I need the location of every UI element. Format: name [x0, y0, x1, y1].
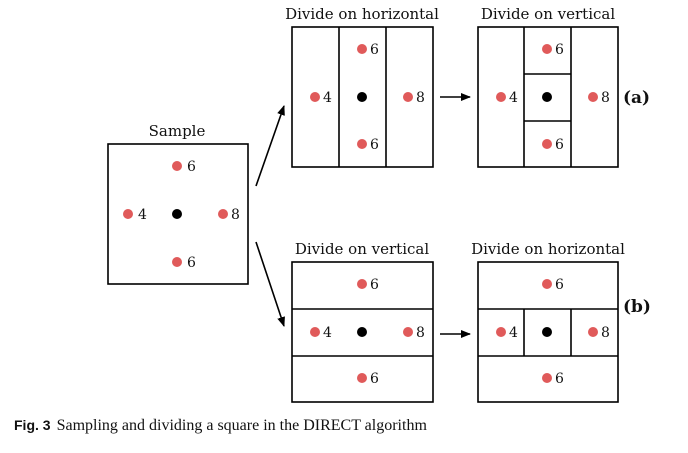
value-left: 4: [138, 207, 147, 223]
arrow-to-b: [255, 241, 285, 327]
a2-value-bottom: 6: [555, 137, 564, 153]
b2-center-point: [542, 327, 552, 337]
panel-b1-title: Divide on vertical: [295, 240, 429, 258]
b1-point-right: [403, 327, 413, 337]
b1-value-right: 8: [416, 325, 425, 341]
a1-value-right: 8: [416, 90, 425, 106]
b2-value-right: 8: [601, 325, 610, 341]
sample-point-bottom: [172, 257, 182, 267]
b1-value-bottom: 6: [370, 371, 379, 387]
panel-b2: Divide on horizontal 6 4 8 6: [471, 240, 625, 403]
a2-point-right: [588, 92, 598, 102]
a2-value-left: 4: [509, 90, 518, 106]
a1-value-bottom: 6: [370, 137, 379, 153]
panel-b2-title: Divide on horizontal: [471, 240, 625, 258]
b1-value-left: 4: [323, 325, 332, 341]
value-top: 6: [187, 159, 196, 175]
center-point: [172, 209, 182, 219]
panel-a2: Divide on vertical 6 4 8 6: [477, 5, 619, 168]
sample-point-right: [218, 209, 228, 219]
panel-a1-title: Divide on horizontal: [285, 5, 439, 23]
a2-point-bottom: [542, 139, 552, 149]
a1-point-bottom: [357, 139, 367, 149]
b1-point-top: [357, 279, 367, 289]
a1-value-left: 4: [323, 90, 332, 106]
b2-point-left: [496, 327, 506, 337]
panel-b1: Divide on vertical 6 4 8 6: [291, 240, 434, 403]
sample-panel: Sample 6 4 8 6: [107, 122, 249, 285]
arrow-to-a: [255, 105, 285, 187]
figure-caption-text: Sampling and dividing a square in the DI…: [56, 417, 427, 434]
panel-a2-title: Divide on vertical: [481, 5, 615, 23]
sample-point-left: [123, 209, 133, 219]
tag-a: (a): [623, 88, 650, 108]
panel-a1-square: [291, 26, 434, 168]
b2-point-bottom: [542, 373, 552, 383]
figure-number: Fig. 3: [14, 417, 51, 433]
a1-point-top: [357, 44, 367, 54]
value-right: 8: [231, 207, 240, 223]
a2-point-left: [496, 92, 506, 102]
panel-b2-square: [477, 261, 619, 403]
a2-value-top: 6: [555, 42, 564, 58]
a2-center-point: [542, 92, 552, 102]
figure-caption: Fig. 3 Sampling and dividing a square in …: [14, 417, 427, 435]
a1-center-point: [357, 92, 367, 102]
sample-square: [107, 143, 249, 285]
b1-point-left: [310, 327, 320, 337]
a1-point-left: [310, 92, 320, 102]
b1-value-top: 6: [370, 277, 379, 293]
b2-point-top: [542, 279, 552, 289]
a2-value-right: 8: [601, 90, 610, 106]
panel-b1-square: [291, 261, 434, 403]
b1-center-point: [357, 327, 367, 337]
b2-value-bottom: 6: [555, 371, 564, 387]
a1-point-right: [403, 92, 413, 102]
a1-value-top: 6: [370, 42, 379, 58]
sample-title: Sample: [149, 122, 206, 140]
sample-point-top: [172, 161, 182, 171]
a2-point-top: [542, 44, 552, 54]
value-bottom: 6: [187, 255, 196, 271]
panel-a2-square: [477, 26, 619, 168]
b1-point-bottom: [357, 373, 367, 383]
b2-value-left: 4: [509, 325, 518, 341]
tag-b: (b): [623, 297, 651, 317]
panel-a1: Divide on horizontal 6 4 8 6: [285, 5, 439, 168]
b2-value-top: 6: [555, 277, 564, 293]
b2-point-right: [588, 327, 598, 337]
